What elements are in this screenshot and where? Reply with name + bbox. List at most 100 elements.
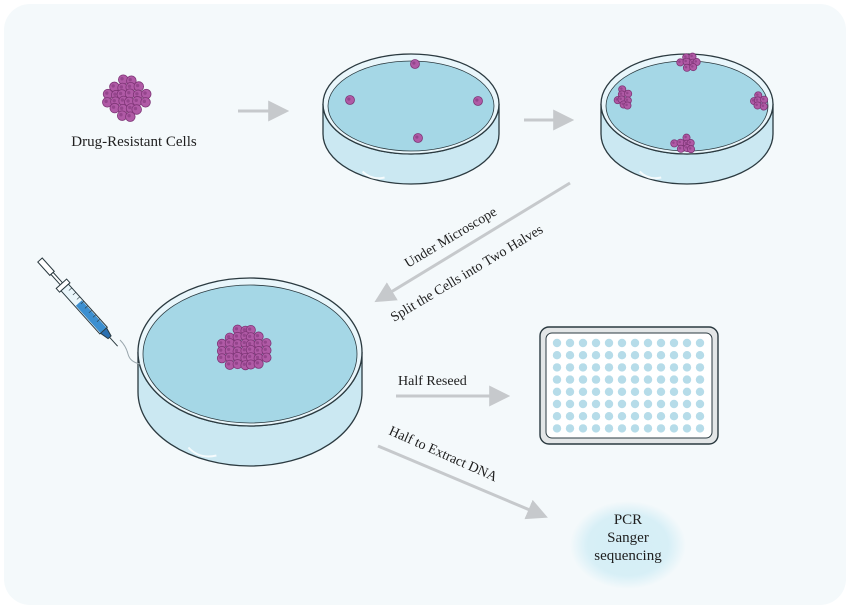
petri-dish-seeded xyxy=(322,53,500,185)
plate-well xyxy=(565,363,575,372)
cell xyxy=(133,81,145,92)
plate-inner xyxy=(545,332,713,439)
plate-well xyxy=(695,363,705,372)
cell xyxy=(624,89,633,98)
plate-well xyxy=(695,387,705,396)
dish-highlight xyxy=(361,170,385,180)
plate-well xyxy=(656,424,666,433)
plate-well xyxy=(591,399,601,409)
dish-highlight xyxy=(187,446,217,458)
sequencing-label: sequencing xyxy=(594,548,662,564)
barrel-tick xyxy=(96,318,101,322)
cell xyxy=(253,358,264,369)
plate-well xyxy=(643,412,653,421)
plate-well xyxy=(578,412,588,421)
plate-well xyxy=(604,338,614,348)
plate-well xyxy=(591,363,601,372)
barrel-tick xyxy=(88,309,93,314)
plate-well xyxy=(695,399,705,409)
syringe-pointer xyxy=(119,339,141,365)
needle-hub xyxy=(99,327,112,340)
well-plate xyxy=(539,326,719,445)
plate-well xyxy=(552,412,562,421)
plate-well xyxy=(591,338,601,348)
plate-well xyxy=(552,351,562,360)
dish-medium xyxy=(327,60,495,152)
dish-highlight xyxy=(638,170,662,180)
plate-well xyxy=(591,412,601,421)
plate-well xyxy=(695,351,705,360)
plate-well xyxy=(565,412,575,421)
plate-well xyxy=(682,387,692,396)
plate-well xyxy=(669,375,679,384)
plate-well xyxy=(578,424,588,433)
plate-well xyxy=(669,387,679,396)
plate-well xyxy=(630,338,640,348)
plate-well xyxy=(682,363,692,372)
sanger-label: Sanger xyxy=(607,530,649,546)
plate-well xyxy=(617,424,627,433)
barrel-tick xyxy=(68,287,73,291)
plate-well xyxy=(656,338,666,348)
plate-well xyxy=(656,412,666,421)
needle xyxy=(109,336,118,347)
plate-well xyxy=(630,351,640,360)
plate-well xyxy=(695,424,705,433)
cell xyxy=(687,145,696,154)
plate-well xyxy=(643,363,653,372)
plate-well xyxy=(682,351,692,360)
plate-well xyxy=(565,338,575,348)
plate-well xyxy=(630,387,640,396)
plate-well xyxy=(669,399,679,409)
barrel-tick xyxy=(84,305,89,309)
plate-well xyxy=(695,375,705,384)
arrow-to-dish-3 xyxy=(374,181,571,303)
barrel-tick xyxy=(72,292,77,296)
plate-well xyxy=(604,424,614,433)
plate-well xyxy=(669,424,679,433)
plate-well xyxy=(656,399,666,409)
plate-well xyxy=(578,338,588,348)
barrel-liquid xyxy=(75,300,107,334)
plate-well xyxy=(578,363,588,372)
cell xyxy=(245,359,256,370)
pcr-label: PCR xyxy=(614,512,642,528)
plate-well xyxy=(682,399,692,409)
cell xyxy=(261,338,272,349)
plate-well xyxy=(604,387,614,396)
plate-well xyxy=(565,351,575,360)
plate-well xyxy=(591,424,601,433)
plate-well xyxy=(630,375,640,384)
cell xyxy=(753,101,762,110)
plate-well xyxy=(552,338,562,348)
plate-well xyxy=(565,424,575,433)
plate-well xyxy=(695,338,705,348)
cell xyxy=(689,63,698,72)
cell xyxy=(131,104,142,115)
plate-well xyxy=(604,351,614,360)
drug-resistant-cells-label: Drug-Resistant Cells xyxy=(71,134,197,150)
cell xyxy=(413,133,423,143)
plate-well xyxy=(682,424,692,433)
cell xyxy=(410,59,420,69)
plate-well xyxy=(617,363,627,372)
pcr-result-blob xyxy=(570,501,686,589)
plate-well xyxy=(552,424,562,433)
barrel-tick xyxy=(80,301,85,305)
plate-well xyxy=(643,387,653,396)
barrel-tick xyxy=(76,296,81,300)
plate-well xyxy=(565,399,575,409)
plate-well xyxy=(617,387,627,396)
plate-well xyxy=(617,338,627,348)
plate-well xyxy=(669,338,679,348)
plate-well xyxy=(630,412,640,421)
cell xyxy=(345,95,355,105)
cell xyxy=(216,338,227,349)
plate-well xyxy=(656,387,666,396)
plate-well xyxy=(552,387,562,396)
cell xyxy=(623,101,632,110)
plate-well xyxy=(669,412,679,421)
plate-well xyxy=(604,399,614,409)
